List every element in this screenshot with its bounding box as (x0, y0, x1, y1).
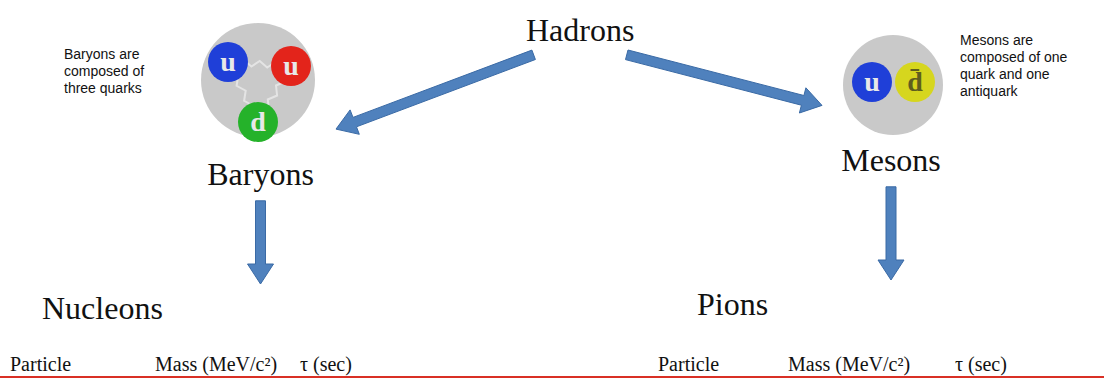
category-title: Nucleons (38, 290, 167, 327)
flow-arrow (248, 201, 274, 284)
quark-letter: u (852, 62, 892, 102)
table-header: τ (sec) (955, 353, 1007, 375)
hadron-circle: Mesons ud̄ (830, 30, 952, 181)
flow-arrow (336, 50, 535, 134)
quark-ball: d̄ (895, 62, 935, 102)
quark-ball: u (271, 46, 311, 86)
hadron-circle: Baryons uud (193, 22, 328, 195)
quark-ball: d (238, 102, 278, 142)
note-text: Mesons are composed of one quark and one… (960, 32, 1080, 100)
category-title: Hadrons (522, 12, 638, 49)
quark-letter: u (208, 42, 248, 82)
category-text: Pions (697, 286, 768, 322)
table-header: Particle (658, 353, 719, 375)
table-header: τ (sec) (300, 353, 352, 375)
quark-letter: d (238, 102, 278, 142)
note-text: Baryons are composed of three quarks (64, 46, 160, 97)
category-title: Pions (693, 286, 772, 323)
quark-ball: u (208, 42, 248, 82)
table-header: Particle (10, 353, 71, 375)
flow-arrow (626, 50, 823, 113)
flow-arrow (878, 187, 904, 280)
quark-letter: d̄ (895, 62, 935, 102)
red-rule (0, 376, 1104, 378)
table-header: Mass (MeV/c²) (155, 353, 277, 375)
hadron-label: Baryons (193, 156, 328, 193)
category-text: Nucleons (42, 290, 163, 326)
hadron-label: Mesons (830, 142, 952, 179)
quark-ball: u (852, 62, 892, 102)
table-header: Mass (MeV/c²) (788, 353, 910, 375)
quark-letter: u (271, 46, 311, 86)
category-text: Hadrons (526, 12, 634, 48)
